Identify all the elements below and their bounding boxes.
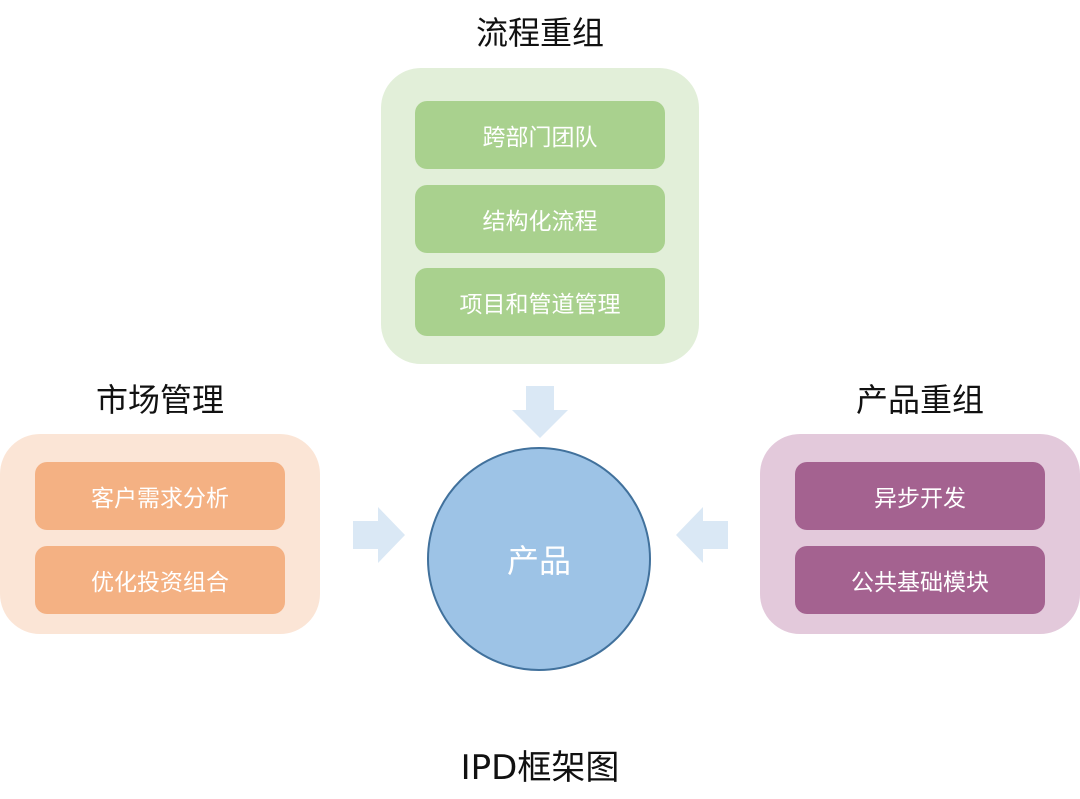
arrow-right-icon xyxy=(353,507,405,563)
process-group: 跨部门团队 结构化流程 项目和管道管理 xyxy=(381,68,699,364)
center-label: 产品 xyxy=(506,542,571,580)
market-item: 优化投资组合 xyxy=(35,546,285,614)
process-item: 结构化流程 xyxy=(415,185,665,253)
process-group-title: 流程重组 xyxy=(475,14,604,52)
market-group-title: 市场管理 xyxy=(95,381,224,419)
process-item: 项目和管道管理 xyxy=(415,268,665,336)
arrow-down-icon xyxy=(512,386,568,438)
market-item: 客户需求分析 xyxy=(35,462,285,530)
product-group: 异步开发 公共基础模块 xyxy=(760,434,1080,634)
market-group: 客户需求分析 优化投资组合 xyxy=(0,434,320,634)
process-item: 跨部门团队 xyxy=(415,101,665,169)
arrow-left-icon xyxy=(676,507,728,563)
center-product-circle: 产品 xyxy=(427,447,651,671)
product-item: 异步开发 xyxy=(795,462,1045,530)
product-group-title: 产品重组 xyxy=(855,381,984,419)
product-item: 公共基础模块 xyxy=(795,546,1045,614)
diagram-caption: IPD框架图 xyxy=(460,748,620,788)
